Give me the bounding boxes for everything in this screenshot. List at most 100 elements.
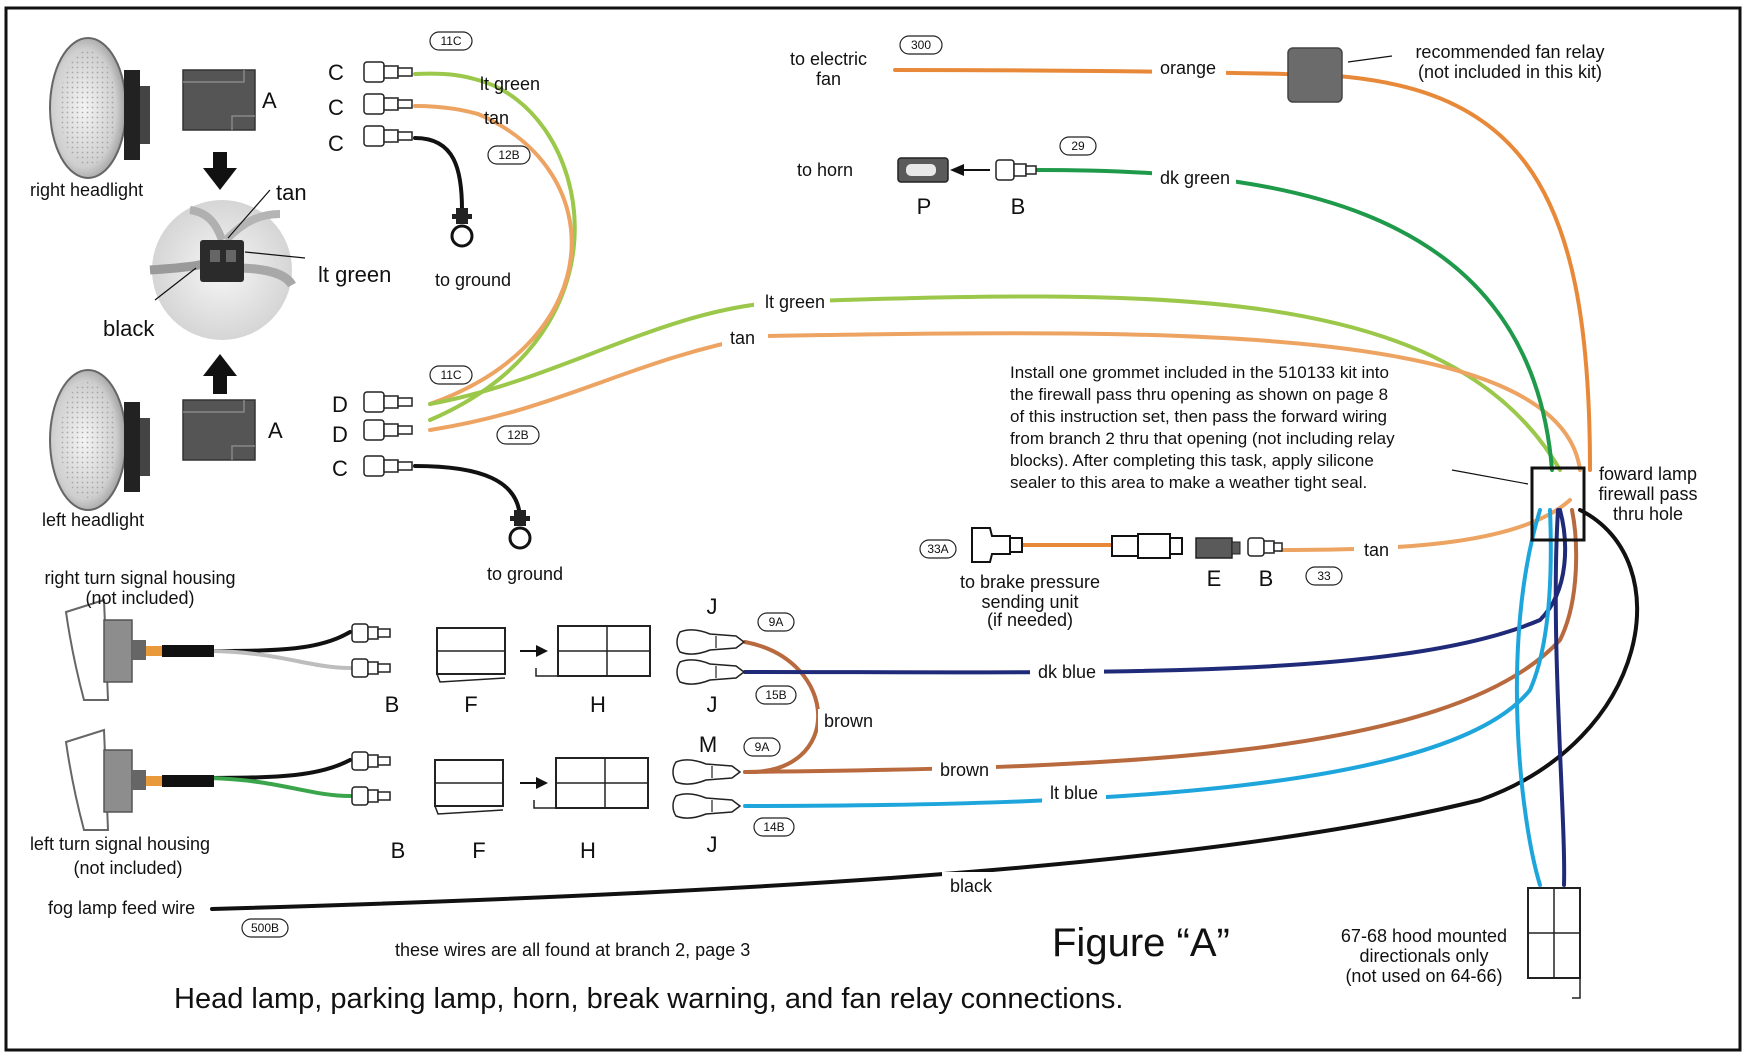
brake-wire-label: tan [1364,540,1389,560]
wire-black-fog [210,508,1640,911]
rts-connector-b-bottom [351,658,391,678]
left-headlight-label: left headlight [42,510,144,530]
bottom-ground-label: to ground [487,564,563,584]
fog-wire-label: black [950,876,993,896]
lts-j-label: J [707,832,718,857]
brake-connector-e [1195,537,1241,559]
bottom-row2-letter: D [332,422,348,447]
ground-ring-top [450,208,474,248]
left-headlight-image [30,362,160,511]
firewall-pass-thru-box [1530,466,1586,542]
lts-block-h [533,757,649,809]
code-11c-top: 11C [440,34,461,48]
connector-a-bottom [182,399,256,461]
pointer-lt-green [244,251,306,259]
bottom-row1-letter: D [332,392,348,417]
arrow-down-icon [203,152,237,190]
code-14b: 14B [763,820,784,834]
brake-line1: to brake pressure [960,572,1100,592]
rts-terminal-j-top [676,629,746,655]
brake-b-label: B [1259,566,1274,591]
rts-line1: right turn signal housing [44,568,235,588]
lts-line1: left turn signal housing [30,834,210,854]
lts-line2: (not included) [73,858,182,878]
top-row1-letter: C [328,60,344,85]
lts-connector-b-bottom [351,786,391,806]
code-11c-bottom: 11C [440,368,461,382]
wire-lts-green [208,776,352,798]
fan-relay-line2: (not included in this kit) [1418,62,1602,82]
hood-directional-connector [1527,887,1581,999]
rts-dk-blue-label: dk blue [1038,662,1096,682]
firewall-line3: thru hole [1613,504,1683,524]
connector-a-label-top: A [262,88,277,113]
code-29: 29 [1071,139,1085,153]
code-300: 300 [911,38,931,52]
top-row2-letter: C [328,95,344,120]
brake-connector-b [1247,537,1283,557]
code-500b: 500B [251,921,279,935]
top-ground-label: to ground [435,270,511,290]
fan-label-line2: fan [816,69,841,89]
instructions-line1: Install one grommet included in the 5101… [1010,363,1389,382]
connector-d-row1 [363,391,413,413]
figure-title: Figure “A” [1052,921,1230,965]
right-headlight-label: right headlight [30,180,143,200]
hood-line2: directionals only [1359,946,1488,966]
instructions-line3: of this instruction set, then pass the f… [1010,407,1387,426]
main-lt-green-label: lt green [765,292,825,312]
code-9a-left: 9A [755,740,770,754]
code-33a: 33A [927,542,948,556]
code-9a-right: 9A [769,615,784,629]
wire-tan-brake [1278,498,1572,552]
wire-lt-green-loop [428,78,577,422]
wire-hood-lt-blue [1514,508,1542,887]
horn-label: to horn [797,160,853,180]
brake-line3: (if needed) [987,610,1073,630]
detail-lt-green-label: lt green [318,262,391,287]
fan-relay [1287,47,1343,103]
instructions-line5: blocks). After completing this task, app… [1010,451,1374,470]
brake-connector-pair [1111,533,1183,559]
arrow-right-icon-2 [520,777,548,789]
pointer-fan-relay [1347,55,1393,63]
lts-connector-b-top [351,751,391,771]
connection-detail-image [149,200,296,340]
wire-lt-blue-main [743,508,1553,808]
top-tan-label: tan [484,108,509,128]
pointer-instructions [1451,469,1529,485]
code-pills [241,31,1343,938]
instructions-line4: from branch 2 thru that opening (not inc… [1010,429,1395,448]
arrow-right-icon [520,645,548,657]
lts-m-label: M [699,732,717,757]
instructions-line2: the firewall pass thru opening as shown … [1010,385,1388,404]
bottom-row3-letter: C [332,456,348,481]
diagram-frame [4,6,1742,1052]
hood-line1: 67-68 hood mounted [1341,926,1507,946]
code-15b: 15B [765,688,786,702]
lts-terminal-m [672,759,742,785]
connector-c-row2 [363,93,413,115]
wire-tan-main [428,331,1582,472]
rts-terminal-j-bottom [676,659,746,685]
branch-note: these wires are all found at branch 2, p… [395,940,750,960]
wire-dk-green-horn [1033,168,1554,472]
detail-black-label: black [103,316,155,341]
lts-lt-blue-label: lt blue [1050,783,1098,803]
fan-wire-label: orange [1160,58,1216,78]
rts-b-label: B [385,692,400,717]
firewall-line1: foward lamp [1599,464,1697,484]
fog-label: fog lamp feed wire [48,898,195,918]
rts-connector-b-top [351,623,391,643]
code-12b-bottom: 12B [507,428,528,442]
brake-e-label: E [1207,566,1222,591]
connector-c-row3 [363,125,413,147]
lts-f-label: F [472,838,485,863]
lts-brown-label: brown [940,760,989,780]
right-turn-signal-image [64,598,214,701]
wire-lts-black [208,758,352,780]
wire-tan-c2 [413,104,480,116]
rts-brown-label: brown [824,711,873,731]
horn-connector-p [897,157,949,183]
